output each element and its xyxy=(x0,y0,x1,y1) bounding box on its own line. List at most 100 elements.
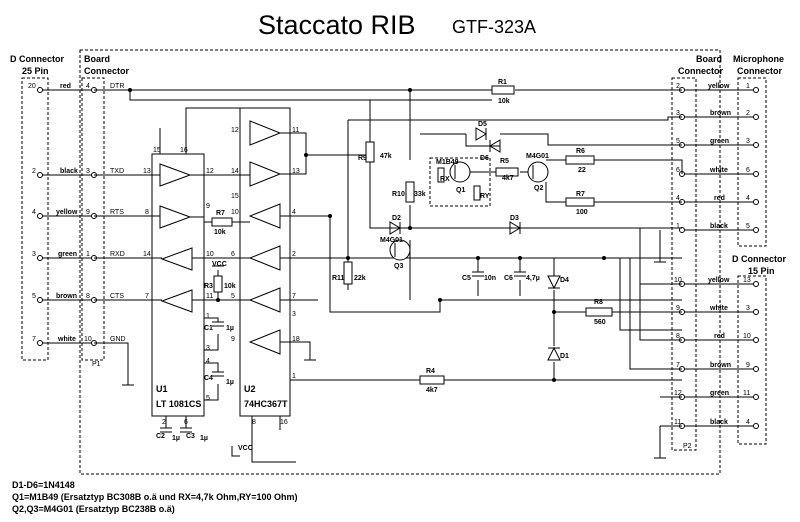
svg-text:9: 9 xyxy=(231,336,235,343)
p2-label: P2 xyxy=(683,443,692,450)
p1-label: P1 xyxy=(92,361,101,368)
board-pin: 12 xyxy=(674,390,682,397)
svg-text:5: 5 xyxy=(206,395,210,402)
d15-pin: 9 xyxy=(746,362,750,369)
d25-row-4: 3 green 1 RXD xyxy=(32,251,125,261)
p2-outline xyxy=(671,77,697,451)
r4-value: 4k7 xyxy=(426,387,438,394)
c1-value: 1µ xyxy=(226,325,234,332)
q1-rx: RX xyxy=(440,176,450,183)
mic-pin: 2 xyxy=(746,110,750,117)
q2-name: Q2 xyxy=(534,185,543,192)
svg-text:11: 11 xyxy=(292,127,299,134)
wire-color: green xyxy=(710,390,729,397)
wire-color: white xyxy=(709,167,728,174)
d25-title-line2: 25 Pin xyxy=(22,66,49,76)
board-pin: 10 xyxy=(84,336,92,343)
board-pin: 1 xyxy=(86,251,90,258)
board-right-title-line2: Connector xyxy=(678,66,723,76)
c4-name: C4 xyxy=(204,375,213,382)
d4-label: D4 xyxy=(560,277,569,284)
r10-name: R10 xyxy=(392,191,405,198)
svg-text:9: 9 xyxy=(206,203,210,210)
note-diodes: D1-D6=1N4148 xyxy=(12,480,75,490)
model-number: GTF-323A xyxy=(452,17,536,37)
mic-row-4: 6 white 6 xyxy=(676,167,759,177)
c3-name: C3 xyxy=(186,433,195,440)
u1-name: U1 xyxy=(156,384,168,394)
r7b-name: R7 xyxy=(216,210,225,217)
d6-label: D6 xyxy=(480,155,489,162)
svg-text:2: 2 xyxy=(292,251,296,258)
r3-body xyxy=(213,275,223,293)
svg-text:10: 10 xyxy=(231,209,239,216)
capacitors xyxy=(160,271,526,433)
d4-diode xyxy=(547,275,561,290)
mic-outline xyxy=(737,77,767,247)
svg-text:14: 14 xyxy=(143,251,151,258)
r9-name: R9 xyxy=(358,155,367,162)
board-pin: 9 xyxy=(676,305,680,312)
mic-pin: 1 xyxy=(746,83,750,90)
wire-color: red xyxy=(714,195,725,202)
d2-label: D2 xyxy=(392,215,401,222)
q1-type: M1B49 xyxy=(436,159,459,166)
mic-row-6: 1 black 5 xyxy=(676,223,759,233)
d5-label: D5 xyxy=(478,121,487,128)
r4-body xyxy=(419,375,445,385)
svg-text:1: 1 xyxy=(292,373,296,380)
svg-text:4: 4 xyxy=(206,358,210,365)
svg-text:8: 8 xyxy=(145,209,149,216)
d15-row-4: 7 brown 9 xyxy=(676,362,759,372)
d15-outline xyxy=(737,275,767,445)
signal-label: DTR xyxy=(110,83,124,90)
r8-value: 560 xyxy=(594,319,606,326)
svg-text:11: 11 xyxy=(206,293,213,300)
q3-name: Q3 xyxy=(394,263,403,270)
d25-title-line1: D Connector xyxy=(10,54,64,64)
wire-color: red xyxy=(60,83,71,90)
note-q1: Q1=M1B49 (Ersatztyp BC308B o.ä und RX=4,… xyxy=(12,492,298,502)
r8-name: R8 xyxy=(594,299,603,306)
r9-body xyxy=(365,141,375,163)
d25-row-1: 20 red 4 DTR xyxy=(28,83,124,93)
transistors xyxy=(389,161,549,261)
d15-pin: 10 xyxy=(743,333,751,340)
board-pin: 9 xyxy=(86,209,90,216)
mic-pin: 3 xyxy=(746,138,750,145)
d15-pin: 11 xyxy=(743,390,750,397)
wire-color: yellow xyxy=(708,277,730,284)
r9-value: 47k xyxy=(380,153,392,160)
r8-body xyxy=(585,307,613,317)
q2-transistor xyxy=(527,161,549,183)
svg-text:13: 13 xyxy=(292,168,300,175)
r3-name: R3 xyxy=(204,283,213,290)
r1-body xyxy=(491,85,515,95)
board-pin: 8 xyxy=(676,333,680,340)
wire-color: green xyxy=(58,251,77,258)
c6-value: 4,7µ xyxy=(526,275,540,282)
svg-text:6: 6 xyxy=(231,251,235,258)
wire-color: brown xyxy=(710,362,731,369)
board-pin: 5 xyxy=(676,138,680,145)
d15-pin: 13 xyxy=(743,277,751,284)
svg-text:7: 7 xyxy=(145,293,149,300)
board-pin: 4 xyxy=(86,83,90,90)
ic-u1: U1 LT 1081CS 15 16 13 12 8 9 14 7 10 11 … xyxy=(143,147,214,426)
r3-value: 10k xyxy=(224,283,236,290)
r11-body xyxy=(343,261,353,285)
mic-title-line1: Microphone xyxy=(733,54,784,64)
c2-value: 1µ xyxy=(172,435,180,442)
board-pin: 7 xyxy=(676,362,680,369)
c2-name: C2 xyxy=(156,433,165,440)
r6-name: R6 xyxy=(576,148,585,155)
svg-text:16: 16 xyxy=(280,419,288,426)
svg-text:4: 4 xyxy=(292,209,296,216)
mic-row-2: 3 brown 2 xyxy=(676,110,759,120)
u1-part: LT 1081CS xyxy=(156,399,201,409)
svg-text:3: 3 xyxy=(292,311,296,318)
c5-value: 10n xyxy=(484,275,496,282)
junction-dots xyxy=(128,88,606,382)
q2-type: M4G01 xyxy=(526,153,549,160)
mic-row-3: 5 green 3 xyxy=(676,138,759,148)
